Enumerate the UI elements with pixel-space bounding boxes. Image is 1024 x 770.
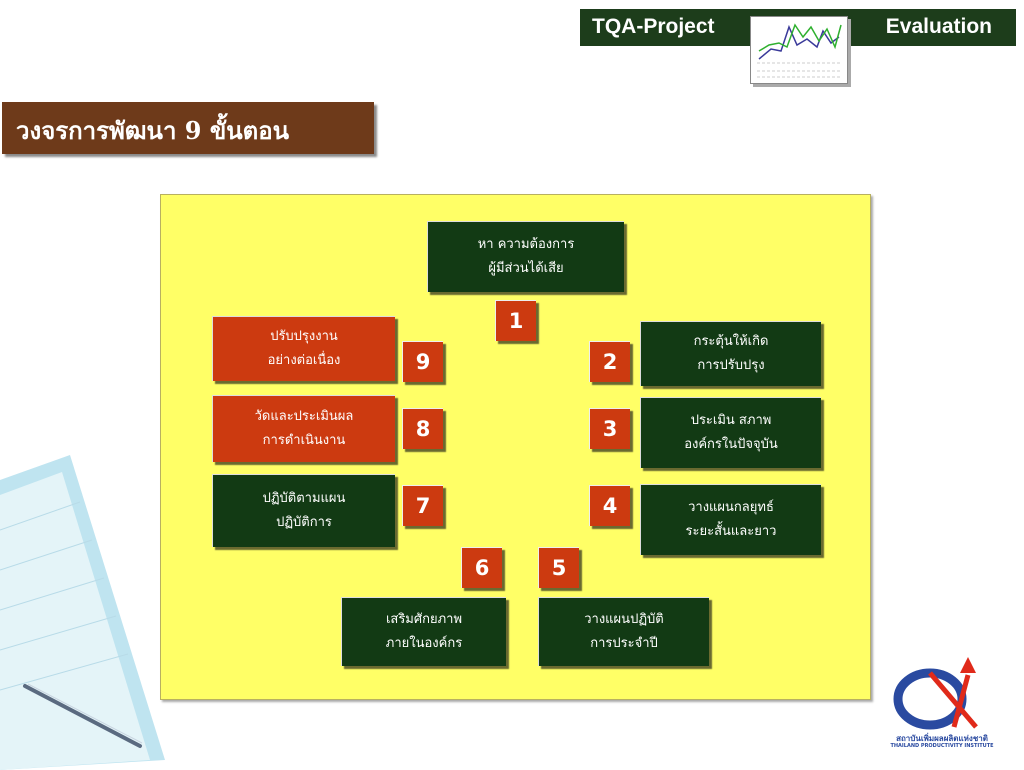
- step-number-5: 5: [538, 547, 579, 588]
- title-box: วงจรการพัฒนา 9 ขั้นตอน: [2, 102, 374, 154]
- step-number-1: 1: [495, 300, 536, 341]
- institute-logo-icon: [893, 657, 978, 730]
- logo-name-thai: สถาบันเพิ่มผลผลิตแห่งชาติ: [896, 734, 988, 743]
- step-box-4: วางแผนกลยุทธ์ ระยะสั้นและยาว: [640, 484, 821, 555]
- step-number-2: 2: [589, 341, 630, 382]
- step-box-3: ประเมิน สภาพ องค์กรในปัจจุบัน: [640, 397, 821, 468]
- step-1-line1: หา ความต้องการ: [477, 237, 575, 252]
- step-7-line1: ปฏิบัติตามแผน: [262, 491, 346, 506]
- step-box-9: ปรับปรุงงาน อย่างต่อเนื่อง: [212, 316, 395, 381]
- logo-name-english: THAILAND PRODUCTIVITY INSTITUTE: [890, 743, 994, 749]
- step-box-1: หา ความต้องการ ผู้มีส่วนได้เสีย: [427, 221, 624, 292]
- step-box-6: เสริมศักยภาพ ภายในองค์กร: [341, 597, 506, 666]
- step-5-line1: วางแผนปฏิบัติ: [584, 612, 664, 627]
- header-evaluation-label: Evaluation: [885, 15, 992, 38]
- step-9-line2: อย่างต่อเนื่อง: [267, 353, 341, 368]
- step-number-3: 3: [589, 408, 630, 449]
- step-6-line2: ภายในองค์กร: [385, 636, 463, 651]
- step-3-line2: องค์กรในปัจจุบัน: [684, 437, 778, 452]
- step-8-line2: การดำเนินงาน: [262, 433, 346, 448]
- step-number-6: 6: [461, 547, 502, 588]
- page-title: วงจรการพัฒนา 9 ขั้นตอน: [16, 116, 290, 145]
- step-box-8: วัดและประเมินผล การดำเนินงาน: [212, 395, 395, 462]
- step-5-line2: การประจำปี: [590, 636, 658, 651]
- step-number-8: 8: [402, 408, 443, 449]
- step-4-line1: วางแผนกลยุทธ์: [688, 500, 774, 515]
- step-number-9: 9: [402, 341, 443, 382]
- step-2-line1: กระตุ้นให้เกิด: [693, 334, 769, 349]
- step-7-line2: ปฏิบัติการ: [276, 515, 332, 530]
- header-project-label: TQA-Project: [592, 15, 715, 38]
- step-box-5: วางแผนปฏิบัติ การประจำปี: [538, 597, 709, 666]
- cycle-panel: หา ความต้องการ ผู้มีส่วนได้เสีย 1 กระตุ้…: [160, 194, 871, 700]
- notepad-pen-illustration: [0, 455, 165, 770]
- step-2-line2: การปรับปรุง: [697, 358, 765, 373]
- step-3-line1: ประเมิน สภาพ: [690, 413, 772, 428]
- institute-logo: สถาบันเพิ่มผลผลิตแห่งชาติ THAILAND PRODU…: [890, 655, 994, 755]
- step-8-line1: วัดและประเมินผล: [254, 409, 354, 424]
- step-number-4: 4: [589, 485, 630, 526]
- step-number-7: 7: [402, 485, 443, 526]
- step-1-line2: ผู้มีส่วนได้เสีย: [488, 261, 564, 276]
- step-box-7: ปฏิบัติตามแผน ปฏิบัติการ: [212, 474, 395, 547]
- step-9-line1: ปรับปรุงงาน: [270, 329, 338, 344]
- step-box-2: กระตุ้นให้เกิด การปรับปรุง: [640, 321, 821, 386]
- step-6-line1: เสริมศักยภาพ: [385, 612, 463, 627]
- step-4-line2: ระยะสั้นและยาว: [685, 524, 777, 539]
- line-chart-icon: [750, 16, 848, 84]
